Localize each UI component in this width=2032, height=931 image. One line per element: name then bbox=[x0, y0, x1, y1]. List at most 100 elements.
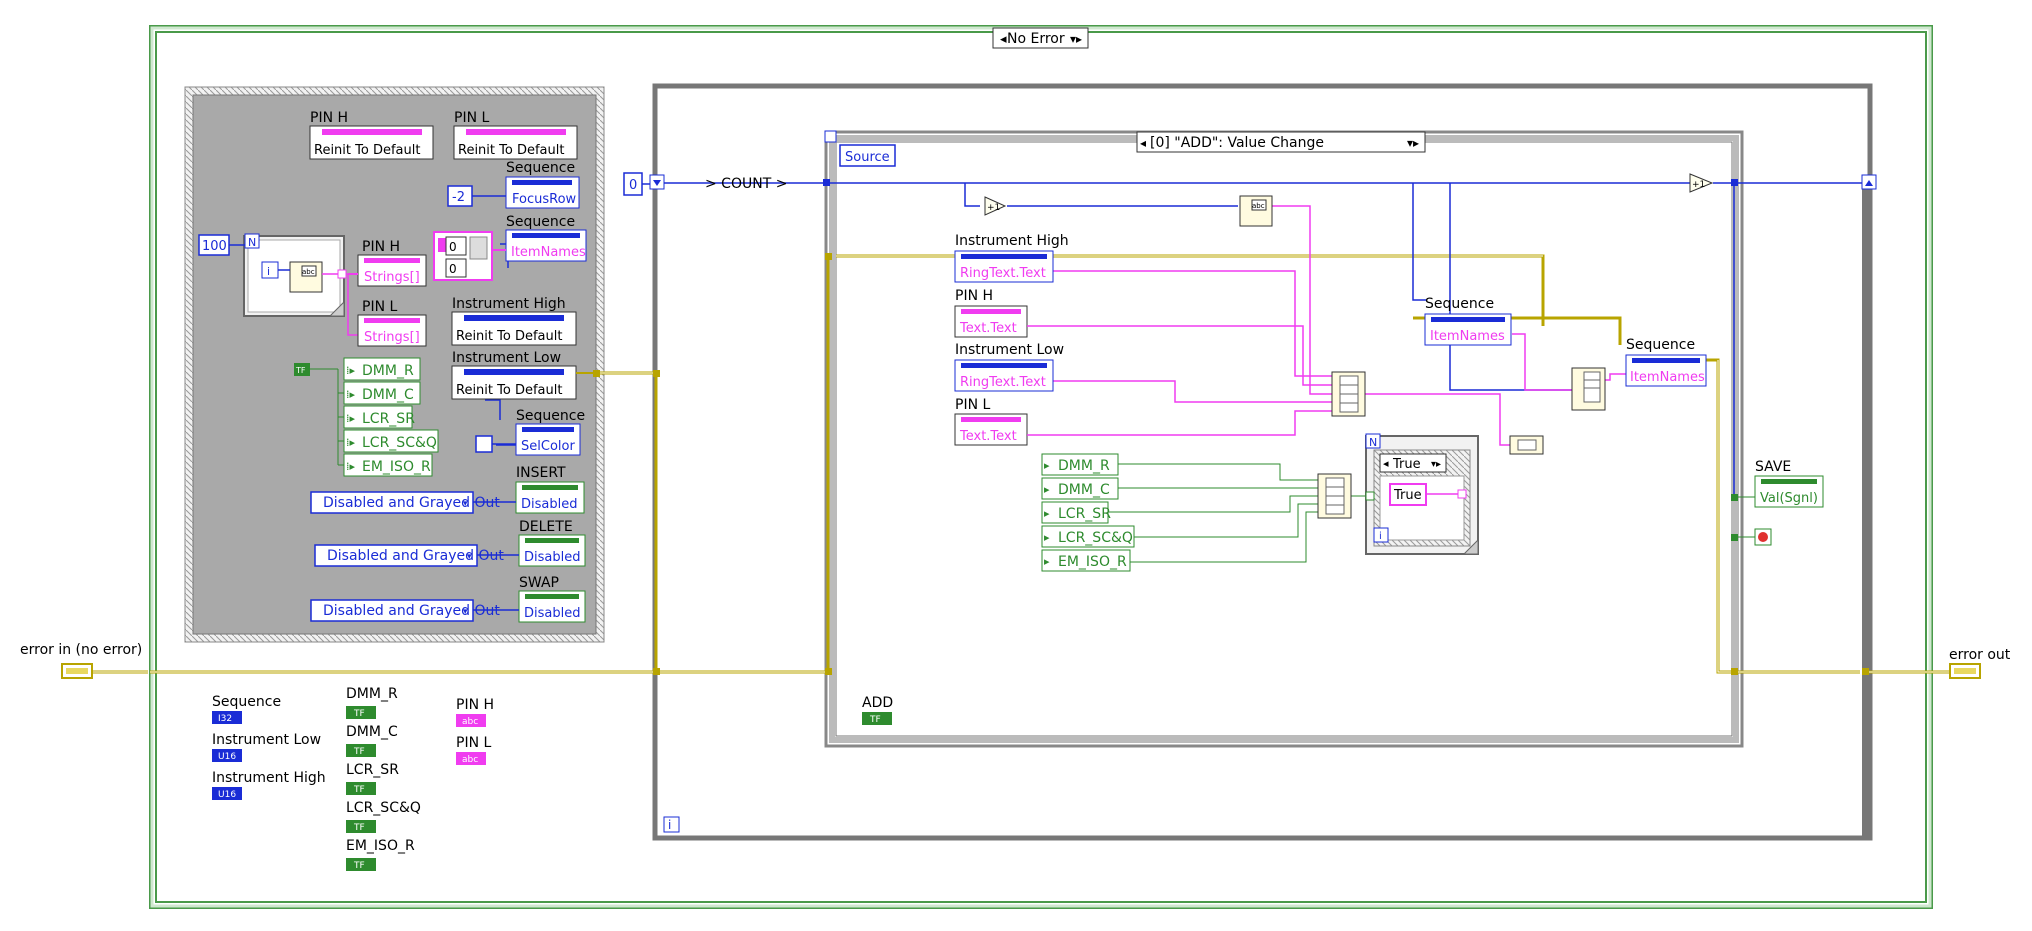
svg-text:-2: -2 bbox=[452, 190, 465, 205]
sequence-focusrow-node[interactable]: Sequence FocusRow bbox=[505, 160, 580, 209]
terminal-dmm-c[interactable]: DMM_C TF bbox=[346, 724, 398, 757]
svg-text:True: True bbox=[1392, 457, 1421, 472]
build-array-function-3 bbox=[1509, 435, 1544, 455]
instrument-high-reinit-node[interactable]: Instrument High Reinit To Default bbox=[451, 296, 577, 346]
svg-text:▾▸: ▾▸ bbox=[1070, 32, 1082, 46]
lcr-sr-node-event[interactable]: LCR_SR ▸ bbox=[1041, 501, 1111, 524]
stop-terminal[interactable] bbox=[1754, 528, 1772, 546]
minus2-constant[interactable]: -2 bbox=[447, 185, 473, 207]
instrument-high-ringtext-node[interactable]: Instrument High RingText.Text bbox=[954, 233, 1069, 283]
string-array-constant[interactable]: 0 0 bbox=[433, 231, 493, 281]
terminal-pin-l[interactable]: PIN L abc bbox=[456, 735, 491, 765]
svg-text:INSERT: INSERT bbox=[516, 465, 566, 481]
loop-count-constant[interactable]: 100 bbox=[198, 234, 230, 256]
terminal-lcr-sr[interactable]: LCR_SR TF bbox=[346, 762, 399, 795]
svg-text:TF: TF bbox=[353, 709, 365, 719]
svg-text:◂: ◂ bbox=[1000, 32, 1007, 47]
svg-text:abc: abc bbox=[462, 717, 478, 727]
svg-text:+1: +1 bbox=[1692, 180, 1705, 190]
svg-text:True: True bbox=[1393, 488, 1422, 503]
sequence-selcolor-node[interactable]: Sequence SelColor bbox=[515, 408, 585, 456]
error-out-indicator bbox=[1949, 663, 1981, 679]
terminal-pin-h[interactable]: PIN H abc bbox=[456, 697, 494, 727]
delete-disabled-node[interactable]: DELETE Disabled bbox=[518, 519, 586, 567]
sequence-itemnames-node-1[interactable]: Sequence ItemNames bbox=[505, 214, 587, 262]
pin-h-strings-node[interactable]: PIN H Strings[] bbox=[357, 239, 427, 287]
case-selector-label: No Error bbox=[1007, 31, 1065, 47]
add-terminal[interactable]: ADD TF bbox=[862, 695, 893, 725]
increment-function-2: +1 bbox=[1689, 173, 1714, 193]
swap-disabled-constant[interactable]: Disabled and Grayed Out ▾ bbox=[310, 599, 500, 622]
dmm-c-node-event[interactable]: DMM_C ▸ bbox=[1041, 477, 1119, 500]
sequence-itemnames-node-2[interactable]: Sequence ItemNames bbox=[1424, 296, 1512, 346]
sequence-itemnames-node-3[interactable]: Sequence ItemNames bbox=[1625, 337, 1707, 387]
svg-text:Reinit To Default: Reinit To Default bbox=[458, 143, 564, 158]
svg-text:EM_ISO_R: EM_ISO_R bbox=[346, 838, 415, 854]
pin-h-text-node[interactable]: PIN H Text.Text bbox=[954, 288, 1028, 338]
pin-h-reinit-node[interactable]: PIN H Reinit To Default bbox=[309, 110, 434, 160]
swap-disabled-node[interactable]: SWAP Disabled bbox=[518, 575, 586, 623]
em-iso-r-node-event[interactable]: EM_ISO_R ▸ bbox=[1041, 549, 1131, 572]
em-iso-r-value-node[interactable]: ⁞▸ EM_ISO_R bbox=[343, 453, 433, 477]
dmm-c-value-node[interactable]: ⁞▸ DMM_C bbox=[343, 381, 421, 405]
terminal-em-iso-r[interactable]: EM_ISO_R TF bbox=[346, 838, 415, 871]
terminal-lcr-scq[interactable]: LCR_SC&Q TF bbox=[346, 800, 421, 833]
terminal-instrument-low[interactable]: Instrument Low U16 bbox=[212, 732, 321, 762]
number-to-string-function: abc bbox=[289, 261, 323, 293]
error-in-label: error in (no error) bbox=[20, 642, 142, 658]
terminal-dmm-r[interactable]: DMM_R TF bbox=[346, 686, 398, 719]
svg-text:▾▸: ▾▸ bbox=[1431, 459, 1441, 470]
svg-text:▸: ▸ bbox=[1044, 507, 1050, 520]
svg-text:I32: I32 bbox=[218, 714, 232, 724]
svg-text:PIN L: PIN L bbox=[955, 397, 990, 413]
insert-disabled-node[interactable]: INSERT Disabled bbox=[515, 465, 585, 514]
event-selector-label: [0] "ADD": Value Change bbox=[1150, 135, 1324, 151]
instrument-low-ringtext-node[interactable]: Instrument Low RingText.Text bbox=[954, 342, 1064, 392]
lcr-scq-value-node[interactable]: ⁞▸ LCR_SC&Q bbox=[343, 429, 439, 453]
lcr-sr-value-node[interactable]: ⁞▸ LCR_SR bbox=[343, 405, 415, 429]
svg-text:EM_ISO_R: EM_ISO_R bbox=[1058, 554, 1127, 570]
error-in-control[interactable] bbox=[61, 663, 93, 679]
case-selector[interactable]: ◂ No Error ▾▸ bbox=[992, 27, 1089, 49]
delete-disabled-constant[interactable]: Disabled and Grayed Out ▾ bbox=[314, 544, 504, 567]
number-to-string-function-2: abc bbox=[1239, 195, 1273, 227]
dmm-r-value-node[interactable]: ⁞▸ DMM_R bbox=[343, 357, 421, 381]
build-array-function-2 bbox=[1317, 473, 1352, 519]
insert-disabled-constant[interactable]: Disabled and Grayed Out ▾ bbox=[310, 491, 500, 514]
pin-l-reinit-node[interactable]: PIN L Reinit To Default bbox=[453, 110, 578, 160]
event-timeout-terminal bbox=[824, 130, 837, 143]
true-string-constant[interactable]: True bbox=[1389, 483, 1427, 506]
for-loop-n-terminal: N bbox=[244, 233, 260, 249]
true-constant[interactable]: TF bbox=[294, 363, 310, 376]
svg-text:Disabled and Grayed Out: Disabled and Grayed Out bbox=[323, 495, 500, 511]
pin-l-text-node[interactable]: PIN L Text.Text bbox=[954, 397, 1028, 446]
svg-text:◂: ◂ bbox=[1140, 136, 1146, 150]
svg-text:Disabled: Disabled bbox=[521, 497, 577, 512]
svg-text:DMM_R: DMM_R bbox=[362, 363, 414, 379]
svg-text:PIN H: PIN H bbox=[310, 110, 348, 126]
for-loop-i-terminal: i bbox=[261, 261, 279, 279]
svg-text:DELETE: DELETE bbox=[519, 519, 573, 535]
svg-text:PIN L: PIN L bbox=[454, 110, 489, 126]
svg-text:Strings[]: Strings[] bbox=[364, 270, 420, 285]
svg-text:FocusRow: FocusRow bbox=[512, 192, 577, 207]
svg-text:Sequence: Sequence bbox=[516, 408, 585, 424]
instrument-low-reinit-node[interactable]: Instrument Low Reinit To Default bbox=[451, 350, 577, 400]
terminal-sequence[interactable]: Sequence I32 bbox=[212, 694, 281, 724]
inner-case-selector[interactable]: ◂ True ▾▸ bbox=[1379, 453, 1447, 473]
svg-text:⁞▸: ⁞▸ bbox=[346, 436, 355, 449]
source-node[interactable]: Source bbox=[839, 144, 896, 167]
lcr-scq-node-event[interactable]: LCR_SC&Q ▸ bbox=[1041, 525, 1135, 548]
terminal-instrument-high[interactable]: Instrument High U16 bbox=[212, 770, 326, 800]
inner-for-n-terminal: N bbox=[1365, 433, 1381, 449]
svg-text:TF: TF bbox=[353, 823, 365, 833]
save-valsgnl-node[interactable]: SAVE Val(Sgnl) bbox=[1754, 459, 1824, 508]
event-selector[interactable]: ◂ [0] "ADD": Value Change ▾▸ bbox=[1136, 131, 1426, 153]
color-constant[interactable] bbox=[475, 435, 493, 453]
svg-text:U16: U16 bbox=[218, 790, 236, 800]
svg-text:DMM_C: DMM_C bbox=[362, 387, 414, 403]
dmm-r-node-event[interactable]: DMM_R ▸ bbox=[1041, 453, 1119, 476]
shift-init-constant[interactable]: 0 bbox=[623, 172, 643, 196]
svg-text:⁞▸: ⁞▸ bbox=[346, 412, 355, 425]
pin-l-strings-node[interactable]: PIN L Strings[] bbox=[357, 299, 427, 347]
